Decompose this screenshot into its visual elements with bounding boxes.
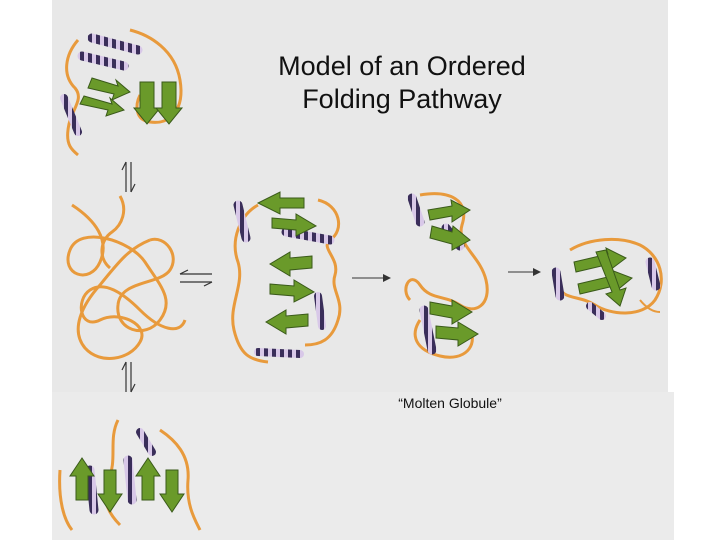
diagram-title: Model of an Ordered Folding Pathway bbox=[278, 51, 526, 114]
intermediate-structure bbox=[231, 191, 342, 364]
molten-globule-structure bbox=[404, 192, 489, 359]
equilibrium-arrow-horizontal bbox=[179, 269, 213, 287]
bottom-structure bbox=[58, 419, 202, 531]
top-structure bbox=[60, 28, 184, 157]
diagram-background-lower bbox=[52, 392, 674, 540]
equilibrium-arrow-bottom bbox=[121, 361, 136, 393]
molten-globule-label: “Molten Globule” bbox=[398, 395, 502, 411]
equilibrium-arrow-top bbox=[121, 161, 136, 193]
unfolded-coil bbox=[66, 195, 187, 360]
native-structure bbox=[551, 237, 663, 320]
